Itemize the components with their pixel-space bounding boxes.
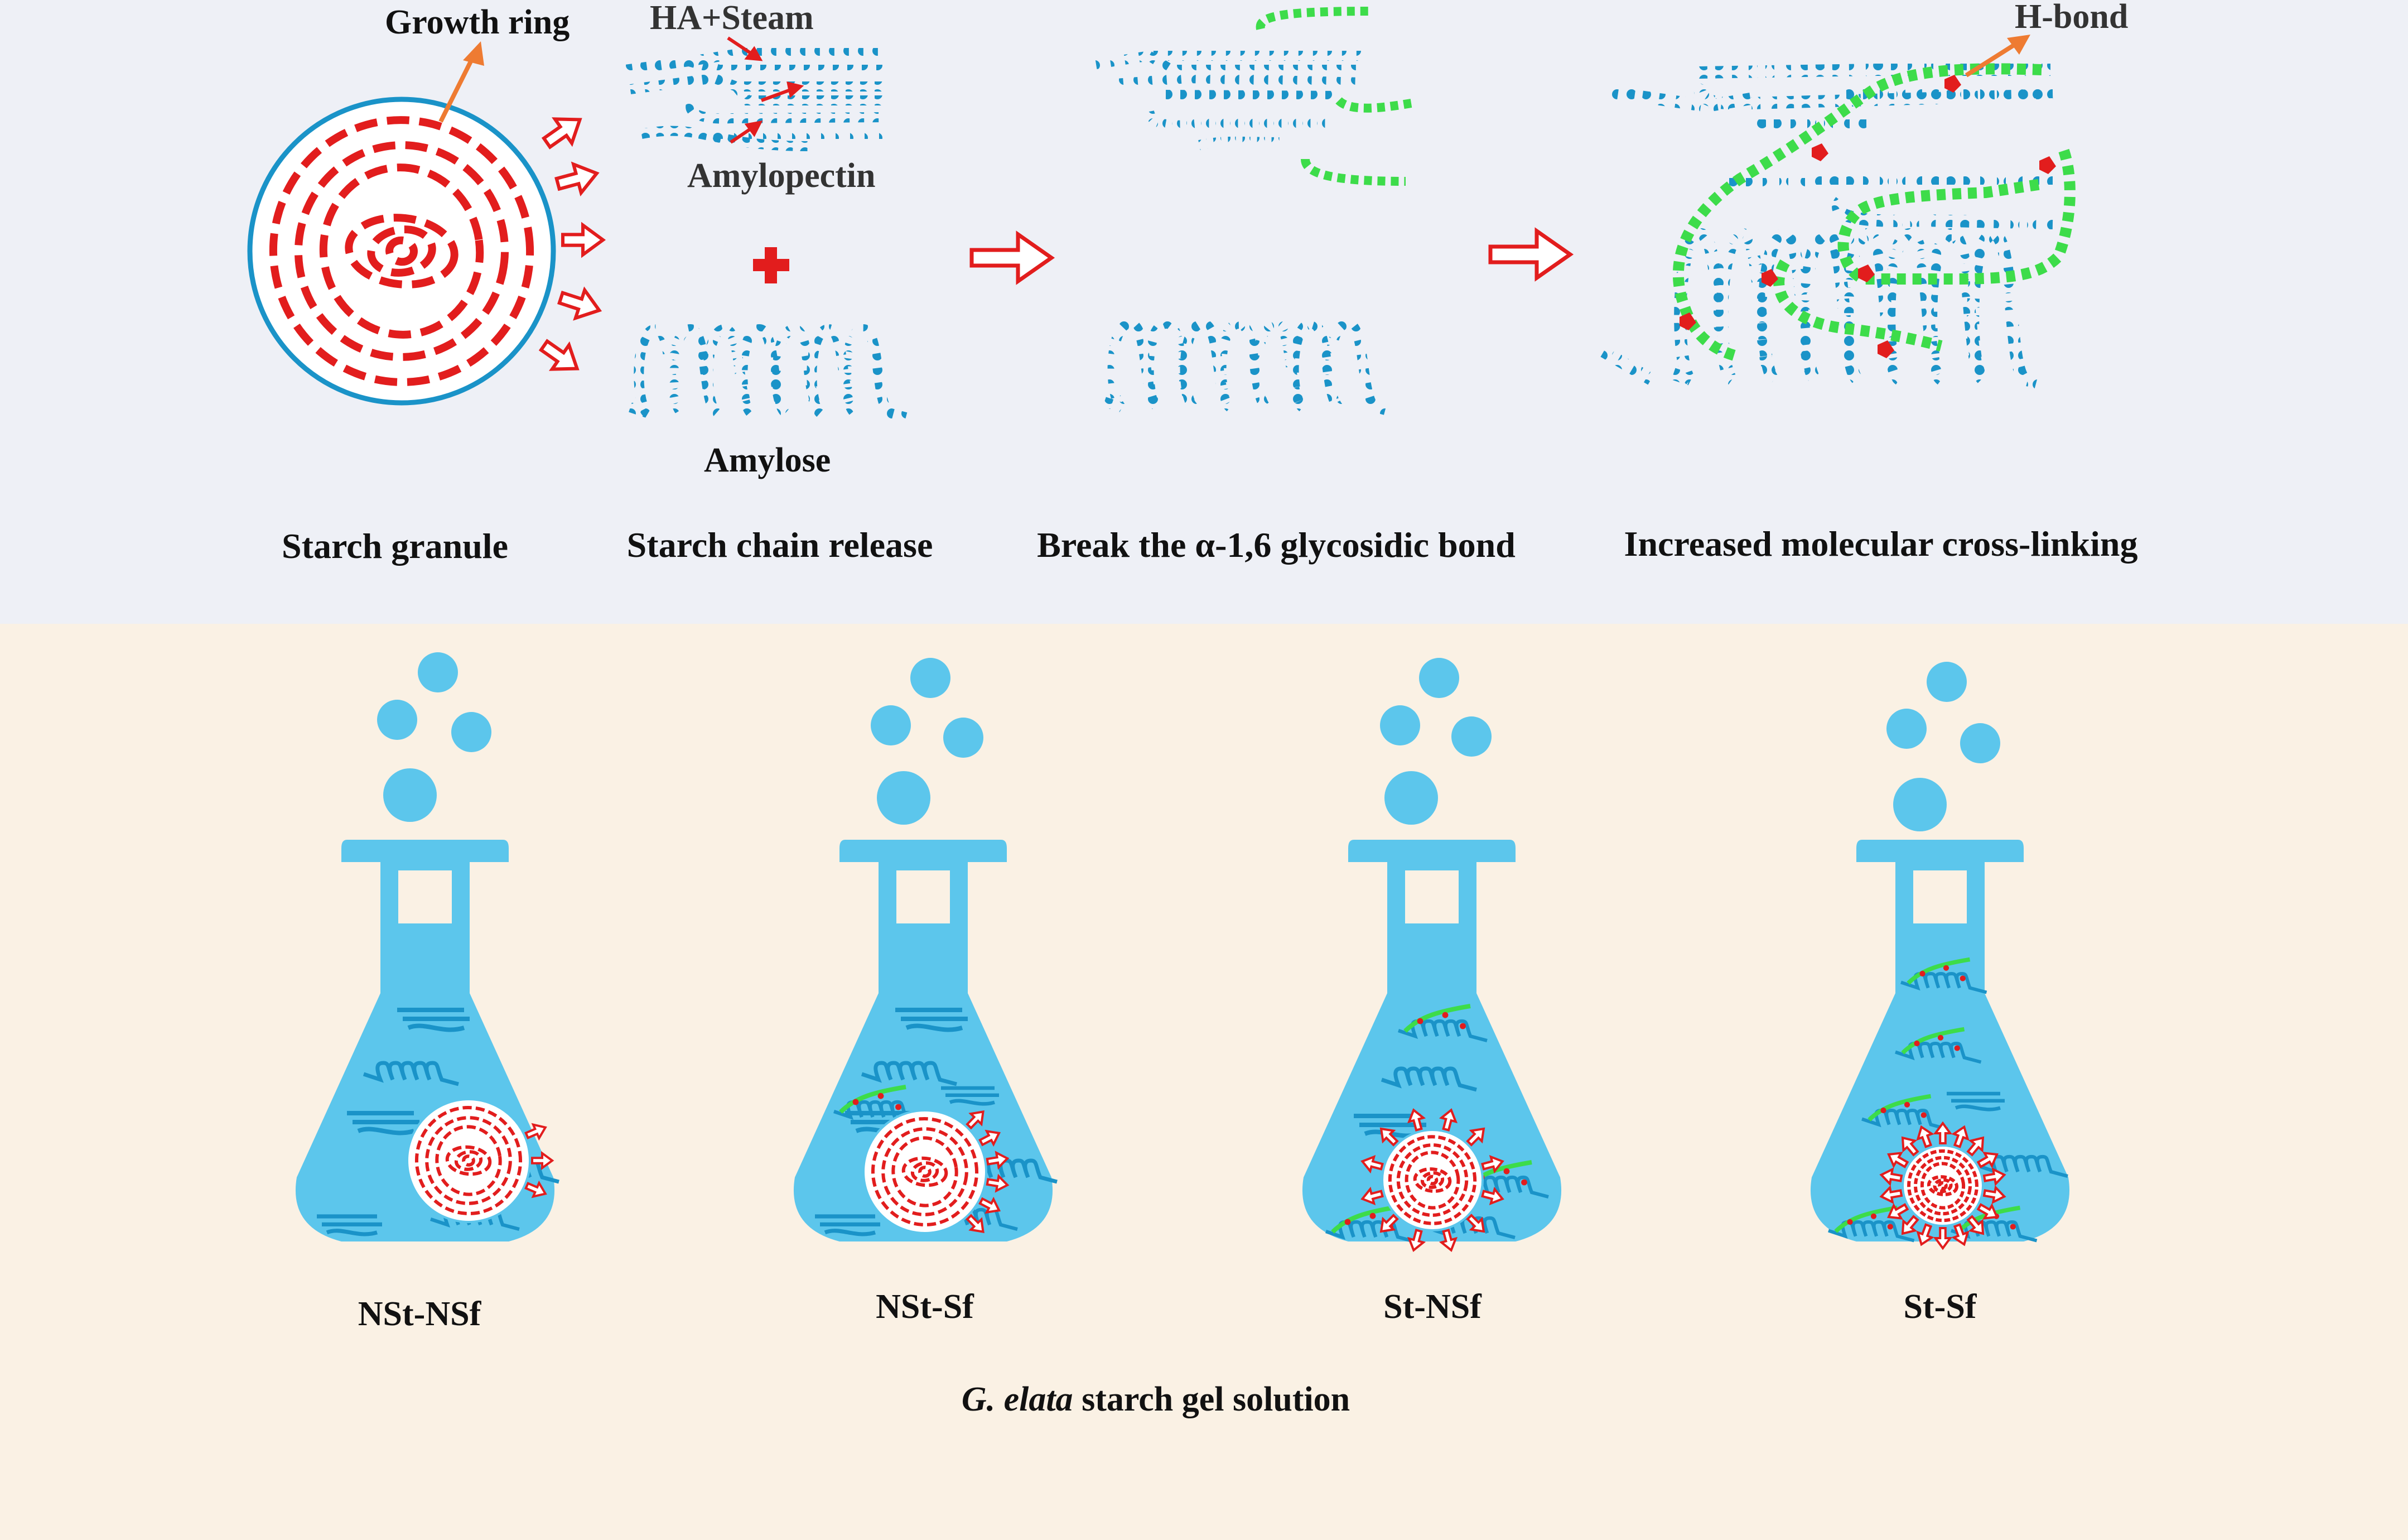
sample-label-st-sf: St-Sf [1904, 1288, 1977, 1326]
stage-caption-break-bond: Break the α-1,6 glycosidic bond [1037, 525, 1516, 565]
process-arrow [1488, 227, 1574, 282]
mini-starch-granule [406, 1098, 531, 1223]
mini-starch-granule [862, 1109, 987, 1234]
sample-label-nst-sf: NSt-Sf [876, 1288, 974, 1326]
erlenmeyer-flask [295, 652, 559, 1241]
bubble [1419, 658, 1459, 698]
bubble [943, 718, 983, 758]
bubble [1927, 662, 1967, 702]
h-bond-arrow [1965, 35, 2030, 78]
flask-neck-opening [896, 870, 950, 923]
stage-caption-cross-linking: Increased molecular cross-linking [1624, 524, 2138, 564]
amylose-helix [629, 324, 908, 422]
flask-neck-opening [1405, 870, 1459, 923]
amylose-label: Amylose [704, 441, 831, 479]
stage-caption-chain-release: Starch chain release [627, 525, 933, 565]
sample-label-nst-nsf: NSt-NSf [358, 1295, 482, 1333]
debranched-amylopectin [1095, 51, 1364, 150]
bubble [1886, 709, 1927, 749]
erlenmeyer-flask [793, 658, 1058, 1241]
erlenmeyer-flask [1302, 658, 1562, 1252]
growth-rings [269, 116, 534, 386]
erlenmeyer-flask [1810, 662, 2070, 1250]
flask-neck-opening [398, 870, 452, 923]
amylopectin-label: Amylopectin [687, 157, 876, 195]
sample-label-st-nsf: St-NSf [1383, 1288, 1482, 1326]
bubble [1893, 778, 1947, 831]
bubble [1451, 716, 1492, 757]
large-amylose-helix [1600, 228, 2043, 390]
bubble [877, 771, 930, 825]
release-arrows [538, 117, 606, 371]
growth-ring-label: Growth ring [385, 3, 570, 41]
plus-sign [753, 247, 789, 283]
growth-ring-arrow [438, 41, 484, 123]
bubble [871, 705, 911, 745]
released-branch-chains [1256, 7, 1412, 186]
starch-granule [247, 97, 556, 406]
amylopectin-molecule [624, 48, 887, 151]
ha-steam-label: HA+Steam [650, 0, 814, 37]
green-crosslink-chains [1672, 63, 2076, 363]
bubble [451, 712, 491, 752]
bubble [1384, 771, 1438, 825]
amylose-helix [1103, 318, 1393, 417]
bottom-caption: G. elata starch gel solution [962, 1380, 1350, 1418]
bubble [1960, 723, 2000, 763]
mini-starch-granule [1902, 1144, 1984, 1227]
bottom-caption-species: G. elata [962, 1380, 1073, 1418]
bubble [910, 658, 950, 698]
h-bond-label: H-bond [2015, 0, 2128, 36]
bubble [418, 652, 458, 692]
bottom-caption-rest: starch gel solution [1073, 1380, 1350, 1418]
enzyme-cut-arrows [727, 36, 804, 144]
bubble [1380, 705, 1420, 745]
bubble [383, 768, 437, 822]
flask-neck-opening [1913, 870, 1967, 923]
bubble [377, 700, 417, 740]
mini-starch-granule [1381, 1129, 1484, 1231]
process-arrow [969, 230, 1055, 285]
h-bond-markers [1680, 75, 2056, 358]
flask-row [295, 652, 2070, 1252]
flask-body [1302, 840, 1562, 1241]
flask-body [1810, 840, 2070, 1241]
stage-caption-starch-granule: Starch granule [282, 526, 508, 566]
